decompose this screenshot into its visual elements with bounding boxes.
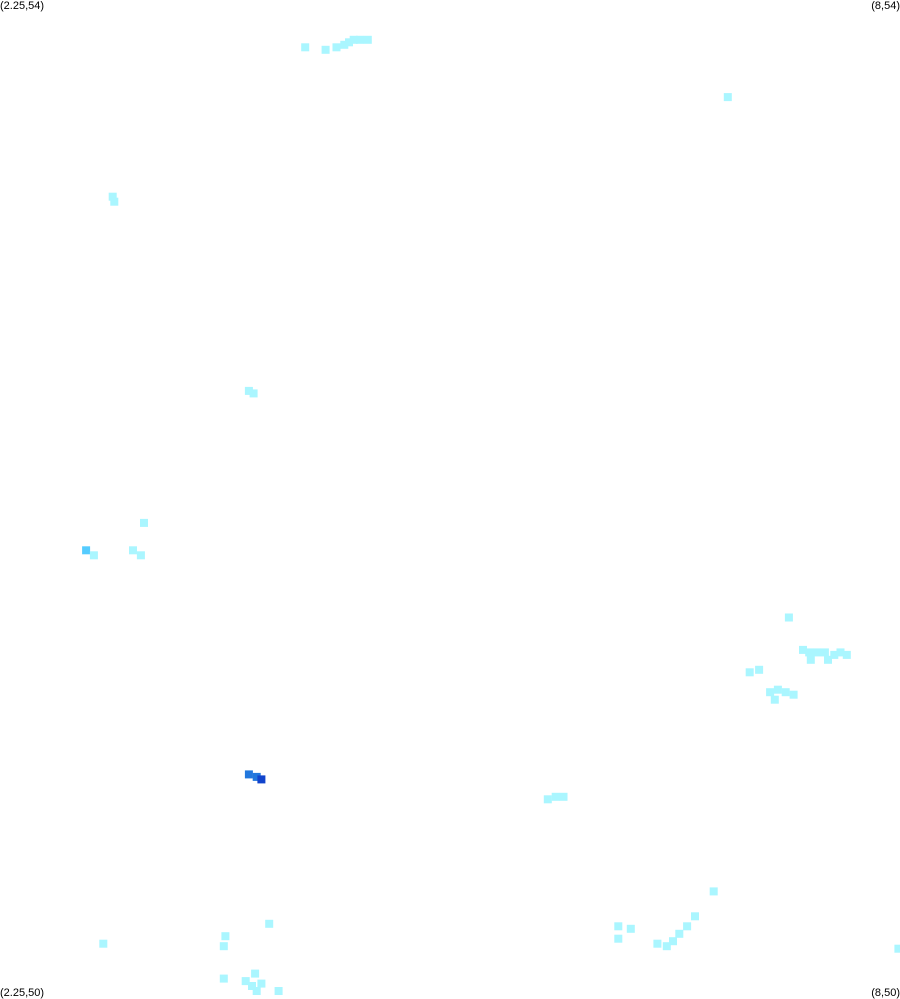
heat-cell-9 xyxy=(108,192,117,201)
heat-cell-31 xyxy=(773,685,782,694)
heat-cell-52 xyxy=(99,939,108,948)
heat-cell-43 xyxy=(683,922,692,931)
corner-label-top-left: (2.25,54) xyxy=(0,0,45,12)
heat-cell-24 xyxy=(836,648,845,657)
heat-cell-46 xyxy=(662,942,671,951)
heat-cell-40 xyxy=(559,792,568,801)
heat-cell-57 xyxy=(251,969,260,978)
heat-cell-35 xyxy=(244,770,253,779)
heat-cell-36 xyxy=(252,772,261,781)
heat-cell-10 xyxy=(110,197,119,206)
heat-cell-49 xyxy=(626,924,635,933)
heat-cell-8 xyxy=(723,93,732,102)
heat-cell-20 xyxy=(805,648,814,657)
heat-cell-32 xyxy=(781,688,790,697)
heat-cell-4 xyxy=(345,38,353,47)
heat-cell-60 xyxy=(257,979,266,988)
heat-cell-48 xyxy=(614,922,623,931)
heat-cell-19 xyxy=(799,645,807,654)
heat-cell-13 xyxy=(140,518,148,527)
corner-label-top-right: (8,54) xyxy=(871,0,900,12)
heat-cell-59 xyxy=(248,982,256,990)
corner-label-bottom-right: (8,50) xyxy=(871,987,900,999)
heat-cell-41 xyxy=(709,887,718,896)
heat-cell-55 xyxy=(265,919,274,928)
heat-cell-61 xyxy=(252,987,261,995)
heat-cell-62 xyxy=(274,987,283,995)
heat-cell-58 xyxy=(241,977,250,986)
heat-cell-0 xyxy=(301,43,310,52)
heat-cell-25 xyxy=(842,650,851,659)
heat-cell-27 xyxy=(824,655,832,664)
heat-cell-3 xyxy=(340,40,349,49)
heat-cell-23 xyxy=(830,650,839,659)
heat-cell-47 xyxy=(653,939,662,948)
heat-cell-7 xyxy=(363,35,372,44)
heat-cell-15 xyxy=(89,551,98,560)
heat-cell-38 xyxy=(543,795,552,804)
heat-cell-22 xyxy=(820,648,829,657)
heat-cell-26 xyxy=(806,655,815,664)
heat-cell-11 xyxy=(244,386,253,395)
corner-label-bottom-left: (2.25,50) xyxy=(0,987,45,999)
heat-cell-14 xyxy=(82,546,91,555)
heat-cell-56 xyxy=(219,974,228,983)
heat-cell-44 xyxy=(675,929,684,938)
heat-cell-2 xyxy=(332,43,341,52)
heat-cell-37 xyxy=(257,775,266,784)
heat-cell-21 xyxy=(813,648,821,657)
heat-cell-45 xyxy=(669,937,677,946)
heat-cell-53 xyxy=(221,932,230,941)
heat-cell-39 xyxy=(551,792,560,801)
heat-cell-12 xyxy=(249,389,258,398)
heat-cell-16 xyxy=(129,546,137,555)
heat-cell-50 xyxy=(614,934,623,943)
heat-cell-17 xyxy=(136,551,145,560)
heat-cell-34 xyxy=(770,695,779,704)
heat-cell-5 xyxy=(349,35,358,44)
heat-cell-18 xyxy=(784,613,793,622)
heat-cell-51 xyxy=(894,944,900,953)
heat-cell-1 xyxy=(321,45,330,54)
heat-cell-6 xyxy=(356,35,364,44)
heat-cell-30 xyxy=(766,688,775,697)
heat-cell-54 xyxy=(219,942,228,951)
heat-cell-33 xyxy=(789,690,798,699)
heat-cell-42 xyxy=(691,912,699,921)
heat-cell-28 xyxy=(755,665,764,674)
heat-cell-29 xyxy=(745,668,754,677)
